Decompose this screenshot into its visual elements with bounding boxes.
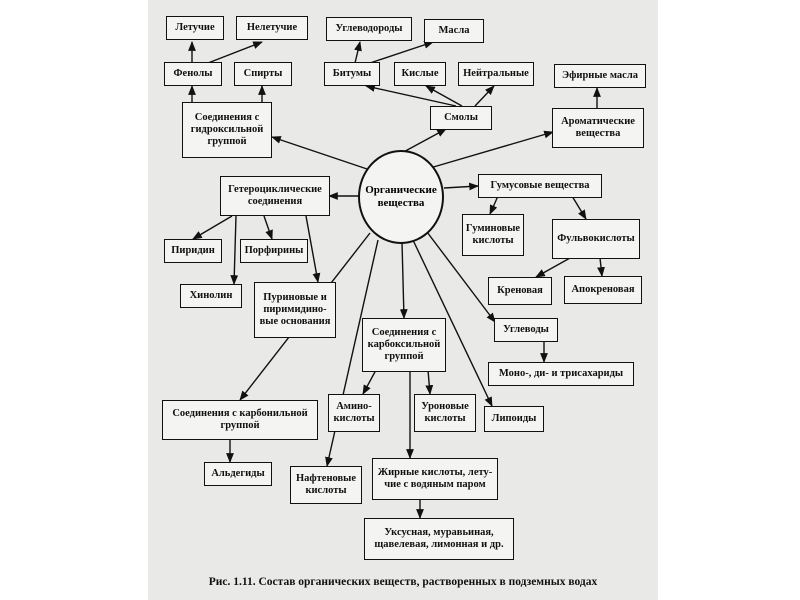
node-carbohydrates: Углеводы: [494, 318, 558, 342]
node-fulvic-acids: Фульвокислоты: [552, 219, 640, 259]
arrow-center-carboxyl: [399, 241, 408, 319]
arrow-resins-acidic: [425, 85, 463, 107]
node-oils: Масла: [424, 19, 484, 43]
center-organic-substances: Органические вещества: [358, 150, 444, 244]
node-crenic: Креновая: [488, 277, 552, 305]
arrow-bitumens-oils: [369, 41, 434, 64]
node-purine: Пуриновые и пиримидино-вые основания: [254, 282, 336, 338]
arrow-resins-bitumens: [365, 84, 457, 107]
node-humic-acids: Гуминовые кислоты: [462, 214, 524, 256]
node-essential-oils: Эфирные масла: [554, 64, 646, 88]
arrow-carboxyl-uronic: [425, 369, 434, 395]
arrow-carboxyl-amino: [362, 369, 377, 395]
node-carbonyl: Соединения с карбонильной группой: [162, 400, 318, 440]
node-amino-acids: Амино-кислоты: [328, 394, 380, 432]
arrow-humic-fulvic: [571, 195, 587, 220]
arrow-phenols-nonvolatile: [207, 41, 263, 64]
arrow-fulvic-apocrenic: [597, 257, 605, 277]
node-acids-list: Уксусная, муравьиная, щавелевая, лимонна…: [364, 518, 514, 560]
arrow-bitumens-hydrocarbons: [354, 41, 362, 64]
node-sugars: Моно-, ди- и трисахариды: [488, 362, 634, 386]
node-aromatic: Ароматические вещества: [552, 108, 644, 148]
node-quinoline: Хинолин: [180, 284, 242, 308]
node-bitumens: Битумы: [324, 62, 380, 86]
arrow-center-humic: [443, 182, 479, 191]
node-volatile: Летучие: [166, 16, 224, 40]
arrow-center-carbohydrates: [423, 227, 496, 323]
node-fatty-acids: Жирные кислоты, лету-чие с водяным паром: [372, 458, 498, 500]
arrow-center-lipoids: [411, 237, 493, 407]
arrow-hetero-quinoline: [230, 215, 239, 285]
node-naphthenic: Нафтеновые кислоты: [290, 466, 362, 504]
node-aldehydes: Альдегиды: [204, 462, 272, 486]
node-hydrocarbons: Углеводороды: [326, 17, 412, 41]
arrow-hetero-porphyrins: [263, 215, 273, 240]
node-alcohols: Спирты: [234, 62, 292, 86]
arrow-humic-humic-acids: [489, 195, 499, 215]
arrow-hetero-purine: [305, 215, 321, 283]
node-heterocyclic: Гетероциклические соединения: [220, 176, 330, 216]
node-carboxyl: Соединения с карбоксильной группой: [362, 318, 446, 372]
node-apocrenic: Апокреновая: [564, 276, 642, 304]
node-nonvolatile: Нелетучие: [236, 16, 308, 40]
node-acidic: Кислые: [394, 62, 446, 86]
figure-caption: Рис. 1.11. Состав органических веществ, …: [208, 576, 598, 588]
arrow-center-hydroxyl: [271, 136, 371, 171]
arrow-center-aromatic: [429, 130, 554, 169]
arrow-hetero-pyridine: [192, 215, 233, 240]
node-resins: Смолы: [430, 106, 492, 130]
arrow-resins-neutral: [474, 85, 495, 107]
arrow-fulvic-crenic: [535, 257, 571, 278]
node-humic: Гумусовые вещества: [478, 174, 602, 198]
node-neutral: Нейтральные: [458, 62, 534, 86]
node-hydroxyl: Соединения с гидроксильной группой: [182, 102, 272, 158]
node-phenols: Фенолы: [164, 62, 222, 86]
node-porphyrins: Порфирины: [240, 239, 308, 263]
center-label: Органические вещества: [365, 183, 437, 209]
node-uronic-acids: Уроновые кислоты: [414, 394, 476, 432]
node-pyridine: Пиридин: [164, 239, 222, 263]
node-lipoids: Липоиды: [484, 406, 544, 432]
